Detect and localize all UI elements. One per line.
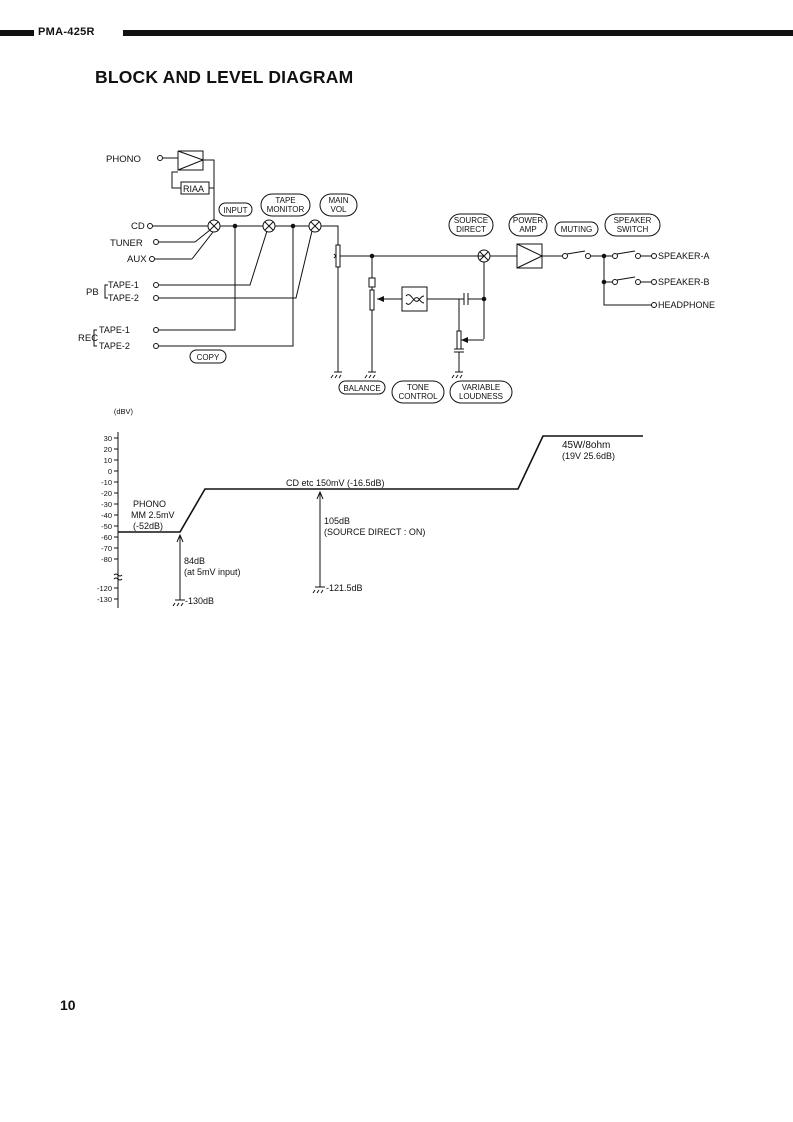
pb-tape2-label: TAPE-2 [108,293,139,303]
level-tick-0: 0 [108,467,112,476]
level-axis [113,432,123,608]
level-phono-line2: MM 2.5mV [131,510,175,520]
level-direct-noise-label: -121.5dB [326,583,363,593]
level-tick-10: 10 [104,456,112,465]
level-tick-minus30: -30 [101,500,112,509]
input-pill-label: INPUT [224,206,248,215]
main-vol-pill-line2: VOL [330,205,347,214]
output-speaker-b-label: SPEAKER-B [658,277,710,287]
output-headphone-label: HEADPHONE [658,300,715,310]
ground-symbols [172,374,463,607]
level-phono-line3: (-52dB) [133,521,163,531]
pb-label: PB [86,287,99,298]
input-phono-label: PHONO [106,154,141,165]
level-gain-arrows [175,490,325,601]
level-power-line2: (19V 25.6dB) [562,451,615,461]
balance-pill-label: BALANCE [343,384,380,393]
header-bar: PMA-425R [0,26,793,38]
level-tick-minus50: -50 [101,522,112,531]
variable-loudness-pill-line2: LOUDNESS [459,392,503,401]
header-rule-left [0,30,34,36]
level-tick-minus80: -80 [101,555,112,564]
pb-tape1-label: TAPE-1 [108,280,139,290]
tape-monitor-pill-line2: MONITOR [267,205,305,214]
level-tick-minus120: -120 [97,584,112,593]
riaa-label: RIAA [183,184,204,194]
level-cd-etc-label: CD etc 150mV (-16.5dB) [286,478,385,488]
input-cd-label: CD [131,221,145,232]
output-speaker-a-label: SPEAKER-A [658,251,710,261]
level-tick-minus10: -10 [101,478,112,487]
rec-tape2-label: TAPE-2 [99,341,130,351]
input-aux-label: AUX [127,254,147,265]
level-direct-gain-line2: (SOURCE DIRECT : ON) [324,527,425,537]
level-tick-minus60: -60 [101,533,112,542]
level-tick-minus70: -70 [101,544,112,553]
copy-pill-label: COPY [197,353,220,362]
rec-label: REC [78,333,98,344]
level-unit-label: (dBV) [114,407,134,416]
header-rule-right [123,30,793,36]
level-tick-20: 20 [104,445,112,454]
input-tuner-label: TUNER [110,238,143,249]
level-tick-30: 30 [104,434,112,443]
page-title: BLOCK AND LEVEL DIAGRAM [95,67,354,87]
power-amp-pill-line2: AMP [519,225,536,234]
muting-pill-label: MUTING [561,225,593,234]
level-curve [118,435,643,533]
level-tick-minus20: -20 [101,489,112,498]
tone-control-pill-line1: TONE [407,383,429,392]
level-tick-minus130: -130 [97,595,112,604]
level-phono-gain-line1: 84dB [184,556,205,566]
tone-control-pill-line2: CONTROL [398,392,438,401]
speaker-switch-pill-line1: SPEAKER [614,216,652,225]
speaker-switch-pill-line2: SWITCH [617,225,649,234]
signal-wiring [93,150,657,373]
level-tick-minus40: -40 [101,511,112,520]
function-pill-outlines [189,193,661,404]
rec-tape1-label: TAPE-1 [99,325,130,335]
source-direct-pill-line1: SOURCE [454,216,488,225]
level-direct-gain-line1: 105dB [324,516,350,526]
tape-monitor-pill-line1: TAPE [275,196,295,205]
level-phono-line1: PHONO [133,499,166,509]
level-phono-gain-line2: (at 5mV input) [184,567,241,577]
model-name: PMA-425R [38,26,95,38]
block-arrowheads [377,296,468,343]
power-amp-pill-line1: POWER [513,216,543,225]
level-phono-noise-label: -130dB [185,596,214,606]
variable-loudness-pill-line1: VARIABLE [462,383,501,392]
main-vol-pill-line1: MAIN [329,196,349,205]
page-number: 10 [60,997,76,1013]
level-power-line1: 45W/8ohm [562,440,610,451]
source-direct-pill-line2: DIRECT [456,225,486,234]
